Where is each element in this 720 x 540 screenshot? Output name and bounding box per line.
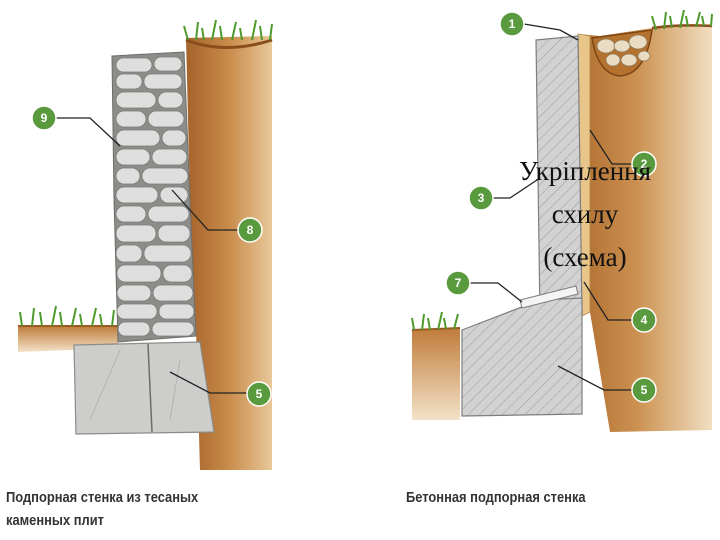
- svg-text:9: 9: [41, 111, 48, 125]
- concrete-wall-base: [461, 297, 583, 417]
- grass-low-right: [411, 311, 459, 331]
- svg-text:1: 1: [509, 17, 516, 31]
- caption-stone-wall-line1: Подпорная стенка из тесаных: [6, 489, 199, 506]
- lower-soil-right: [412, 328, 460, 420]
- foundation-slab: [73, 341, 215, 435]
- concrete-wall-diagram: 1 2 3 7 4 5: [411, 9, 713, 432]
- svg-text:5: 5: [641, 383, 648, 397]
- caption-stone-wall-line2: каменных плит: [6, 512, 104, 529]
- marker-5-right: 5: [631, 377, 657, 403]
- drain-pipe: [519, 285, 579, 309]
- gravel-stones: [596, 34, 651, 67]
- overlay-line1: Укріплення: [518, 156, 652, 186]
- svg-text:5: 5: [256, 387, 263, 401]
- svg-text:2: 2: [641, 157, 648, 171]
- grass-top-left: [183, 19, 273, 41]
- grass-top-right: [651, 9, 713, 31]
- upper-soil: [186, 36, 272, 470]
- marker-2: 2: [631, 151, 657, 177]
- svg-text:4: 4: [641, 313, 648, 327]
- caption-stone-wall: Подпорная стенка из тесаных каменных пли…: [6, 486, 198, 532]
- svg-text:8: 8: [247, 223, 254, 237]
- marker-9: 9: [31, 105, 57, 131]
- overlay-line3: (схема): [543, 242, 627, 272]
- stone-blocks: [115, 56, 195, 337]
- caption-concrete-wall: Бетонная подпорная стенка: [406, 486, 586, 509]
- stone-wall-diagram: 9 8 5: [18, 19, 273, 470]
- marker-8: 8: [237, 217, 263, 243]
- marker-1: 1: [499, 11, 525, 37]
- svg-text:7: 7: [455, 276, 462, 290]
- svg-text:3: 3: [478, 191, 485, 205]
- marker-7: 7: [445, 270, 471, 296]
- marker-4: 4: [631, 307, 657, 333]
- overlay-title: Укріплення схилу (схема): [450, 150, 720, 279]
- upper-soil-right: [578, 24, 712, 432]
- caption-concrete-wall-line: Бетонная подпорная стенка: [406, 489, 586, 506]
- grass-low-left: [19, 305, 115, 327]
- marker-5-left: 5: [246, 381, 272, 407]
- overlay-line2: схилу: [551, 199, 619, 229]
- marker-3: 3: [468, 185, 494, 211]
